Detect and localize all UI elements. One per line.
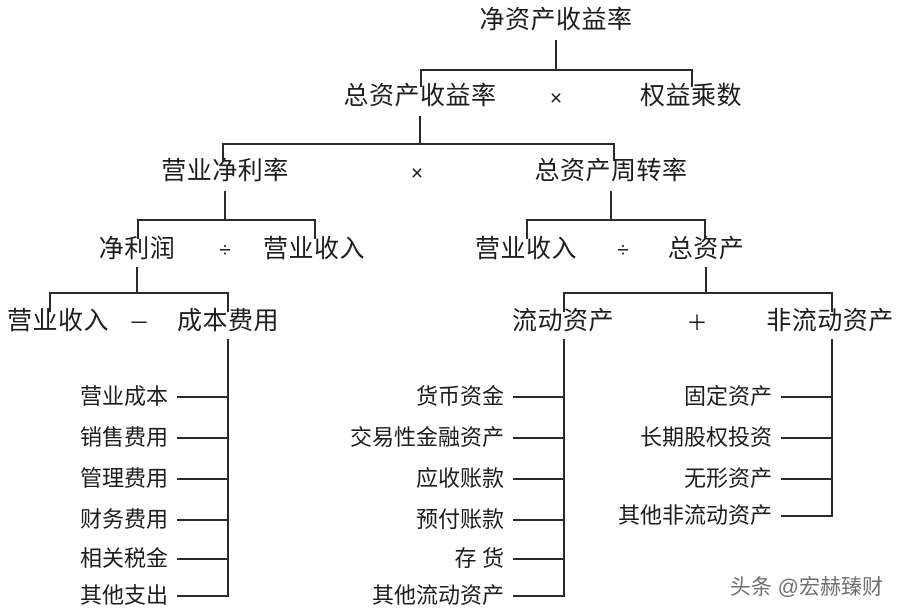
spine-cost-expense: [227, 339, 229, 597]
tick-cost-expense-2: [177, 478, 229, 480]
node-return-on-assets[interactable]: 总资产收益率: [343, 83, 497, 110]
list-item[interactable]: 财务费用: [79, 507, 168, 532]
list-item[interactable]: 长期股权投资: [639, 425, 772, 450]
list-item[interactable]: 无形资产: [683, 466, 772, 491]
node-cost-and-expense[interactable]: 成本费用: [176, 308, 280, 335]
connector-l4-left-drop-a: [49, 292, 51, 312]
list-item[interactable]: 相关税金: [79, 546, 168, 571]
connector-l4-right-stem: [705, 267, 707, 293]
connector-l4-right-bar: [563, 292, 833, 294]
tick-current-assets-4: [513, 558, 565, 560]
connector-l4-right-drop-a: [563, 292, 565, 312]
tick-cost-expense-5: [177, 595, 229, 597]
connector-l3-left-drop-b: [314, 219, 316, 239]
connector-l3-right-bar: [526, 219, 706, 221]
connector-l2-drop-left: [222, 143, 224, 161]
connector-l1-stem: [555, 40, 557, 70]
connector-l4-left-stem: [136, 267, 138, 293]
tick-current-assets-1: [513, 437, 565, 439]
list-item[interactable]: 存 货: [454, 546, 504, 571]
node-operating-net-profit-margin[interactable]: 营业净利率: [161, 158, 289, 185]
tick-cost-expense-3: [177, 519, 229, 521]
list-item[interactable]: 管理费用: [79, 466, 168, 491]
connector-l2-stem: [419, 116, 421, 144]
spine-non-current-assets: [831, 339, 833, 517]
tick-cost-expense-1: [177, 437, 229, 439]
node-operating-revenue-l5[interactable]: 营业收入: [6, 308, 110, 335]
operator-l5-minus: －: [128, 312, 150, 335]
list-item[interactable]: 其他非流动资产: [617, 503, 772, 528]
operator-l4-right-divide: ÷: [617, 239, 629, 262]
node-non-current-assets[interactable]: 非流动资产: [766, 308, 894, 335]
list-item[interactable]: 应收账款: [415, 466, 504, 491]
list-item[interactable]: 营业成本: [79, 384, 168, 409]
connector-l3-right-drop-b: [704, 219, 706, 239]
list-item[interactable]: 其他支出: [79, 583, 168, 608]
operator-l4-left-divide: ÷: [219, 239, 231, 262]
tick-current-assets-5: [513, 595, 565, 597]
tick-current-assets-3: [513, 519, 565, 521]
list-item[interactable]: 预付账款: [415, 507, 504, 532]
tick-cost-expense-4: [177, 558, 229, 560]
list-item[interactable]: 固定资产: [683, 384, 772, 409]
connector-l1-bar: [420, 69, 693, 71]
watermark-label: 头条 @宏赫臻财: [729, 576, 883, 599]
tick-current-assets-2: [513, 478, 565, 480]
node-return-on-equity[interactable]: 净资产收益率: [479, 7, 633, 34]
operator-l5-plus: ＋: [686, 312, 708, 335]
tick-current-assets-0: [513, 396, 565, 398]
connector-l4-right-drop-b: [831, 292, 833, 312]
node-net-profit[interactable]: 净利润: [98, 236, 176, 263]
connector-l1-drop-right: [691, 69, 693, 87]
spine-current-assets: [563, 339, 565, 597]
list-item[interactable]: 其他流动资产: [371, 583, 504, 608]
connector-l4-left-drop-b: [227, 292, 229, 312]
tick-non-current-assets-3: [781, 515, 833, 517]
tick-non-current-assets-2: [781, 478, 833, 480]
list-item[interactable]: 货币资金: [415, 384, 504, 409]
tick-non-current-assets-1: [781, 437, 833, 439]
node-operating-revenue-right[interactable]: 营业收入: [474, 236, 578, 263]
connector-l3-left-bar: [137, 219, 316, 221]
node-total-assets[interactable]: 总资产: [667, 236, 745, 263]
node-current-assets[interactable]: 流动资产: [511, 308, 615, 335]
connector-l2-bar: [222, 143, 615, 145]
connector-l3-left-drop-a: [137, 219, 139, 239]
connector-l2-drop-right: [613, 143, 615, 161]
tick-cost-expense-0: [177, 396, 229, 398]
list-item[interactable]: 销售费用: [79, 425, 168, 450]
connector-l3-right-drop-a: [526, 219, 528, 239]
node-total-asset-turnover[interactable]: 总资产周转率: [534, 158, 688, 185]
tick-non-current-assets-0: [781, 396, 833, 398]
connector-l1-drop-left: [420, 69, 422, 87]
connector-l4-left-bar: [49, 292, 229, 294]
connector-l3-right-stem: [610, 191, 612, 220]
node-equity-multiplier[interactable]: 权益乘数: [639, 83, 743, 110]
node-operating-revenue-left[interactable]: 营业收入: [262, 236, 366, 263]
connector-l3-left-stem: [224, 191, 226, 220]
operator-l2-multiply: ×: [549, 87, 563, 110]
list-item[interactable]: 交易性金融资产: [349, 425, 504, 450]
operator-l3-multiply: ×: [410, 162, 424, 185]
